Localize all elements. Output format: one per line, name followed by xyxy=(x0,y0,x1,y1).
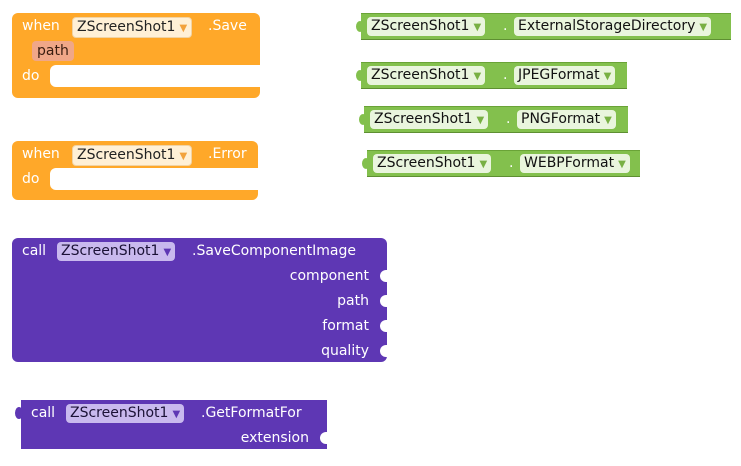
save-event-block[interactable]: when ZScreenShot1▼ .Save path do xyxy=(12,13,260,98)
dot-separator: . xyxy=(506,111,511,127)
property-dropdown[interactable]: JPEGFormat▼ xyxy=(514,66,616,85)
arg-component-label: component xyxy=(289,268,369,284)
arg-path-label: path xyxy=(337,293,369,309)
param-path[interactable]: path xyxy=(32,41,74,61)
getter-webp-format[interactable]: ZScreenShot1▼ . WEBPFormat▼ xyxy=(362,150,640,177)
arg-path-socket[interactable] xyxy=(380,295,387,307)
method-name: .GetFormatFor xyxy=(201,405,302,421)
arg-format-label: format xyxy=(322,318,369,334)
statement-slot[interactable] xyxy=(50,65,260,87)
statement-slot[interactable] xyxy=(50,168,258,190)
arg-component-socket[interactable] xyxy=(380,270,387,282)
getter-jpeg-format[interactable]: ZScreenShot1▼ . JPEGFormat▼ xyxy=(356,62,627,89)
chevron-down-icon: ▼ xyxy=(473,71,482,82)
chevron-down-icon: ▼ xyxy=(699,22,708,33)
component-dropdown[interactable]: ZScreenShot1▼ xyxy=(367,66,486,85)
chevron-down-icon: ▼ xyxy=(179,23,188,34)
dot-separator: . xyxy=(503,18,508,34)
component-dropdown[interactable]: ZScreenShot1▼ xyxy=(57,242,176,261)
chevron-down-icon: ▼ xyxy=(476,115,485,126)
component-dropdown[interactable]: ZScreenShot1▼ xyxy=(367,17,486,36)
when-keyword: when xyxy=(22,18,60,34)
chevron-down-icon: ▼ xyxy=(163,247,172,258)
chevron-down-icon: ▼ xyxy=(172,409,181,420)
call-keyword: call xyxy=(31,405,56,421)
property-dropdown[interactable]: ExternalStorageDirectory▼ xyxy=(514,17,712,36)
getter-external-storage-directory[interactable]: ZScreenShot1▼ . ExternalStorageDirectory… xyxy=(356,13,731,40)
method-name: .SaveComponentImage xyxy=(192,243,356,259)
getter-png-format[interactable]: ZScreenShot1▼ . PNGFormat▼ xyxy=(359,106,628,133)
dot-separator: . xyxy=(503,67,508,83)
chevron-down-icon: ▼ xyxy=(618,159,626,170)
arg-quality-label: quality xyxy=(321,343,369,359)
arg-extension-socket[interactable] xyxy=(320,432,327,444)
chevron-down-icon: ▼ xyxy=(179,151,188,162)
call-keyword: call xyxy=(22,243,47,259)
when-keyword: when xyxy=(22,146,60,162)
component-dropdown[interactable]: ZScreenShot1▼ xyxy=(370,110,489,129)
save-component-image-block[interactable]: call ZScreenShot1▼ .SaveComponentImage c… xyxy=(12,238,387,362)
arg-extension-label: extension xyxy=(240,430,309,446)
event-name: .Error xyxy=(208,146,247,162)
chevron-down-icon: ▼ xyxy=(473,22,482,33)
property-dropdown[interactable]: PNGFormat▼ xyxy=(517,110,616,129)
do-keyword: do xyxy=(22,171,40,187)
dot-separator: . xyxy=(509,155,514,171)
component-dropdown[interactable]: ZScreenShot1▼ xyxy=(66,404,185,423)
chevron-down-icon: ▼ xyxy=(604,115,612,126)
event-name: .Save xyxy=(208,18,247,34)
output-plug xyxy=(15,407,23,419)
do-keyword: do xyxy=(22,68,40,84)
component-dropdown[interactable]: ZScreenShot1▼ xyxy=(373,154,492,173)
error-event-block[interactable]: when ZScreenShot1▼ .Error do xyxy=(12,141,258,200)
component-dropdown[interactable]: ZScreenShot1▼ xyxy=(72,17,193,38)
arg-format-socket[interactable] xyxy=(380,320,387,332)
arg-quality-socket[interactable] xyxy=(380,345,387,357)
chevron-down-icon: ▼ xyxy=(479,159,488,170)
component-dropdown[interactable]: ZScreenShot1▼ xyxy=(72,145,193,166)
property-dropdown[interactable]: WEBPFormat▼ xyxy=(520,154,630,173)
chevron-down-icon: ▼ xyxy=(603,71,612,82)
get-format-for-block[interactable]: call ZScreenShot1▼ .GetFormatFor extensi… xyxy=(15,400,327,449)
